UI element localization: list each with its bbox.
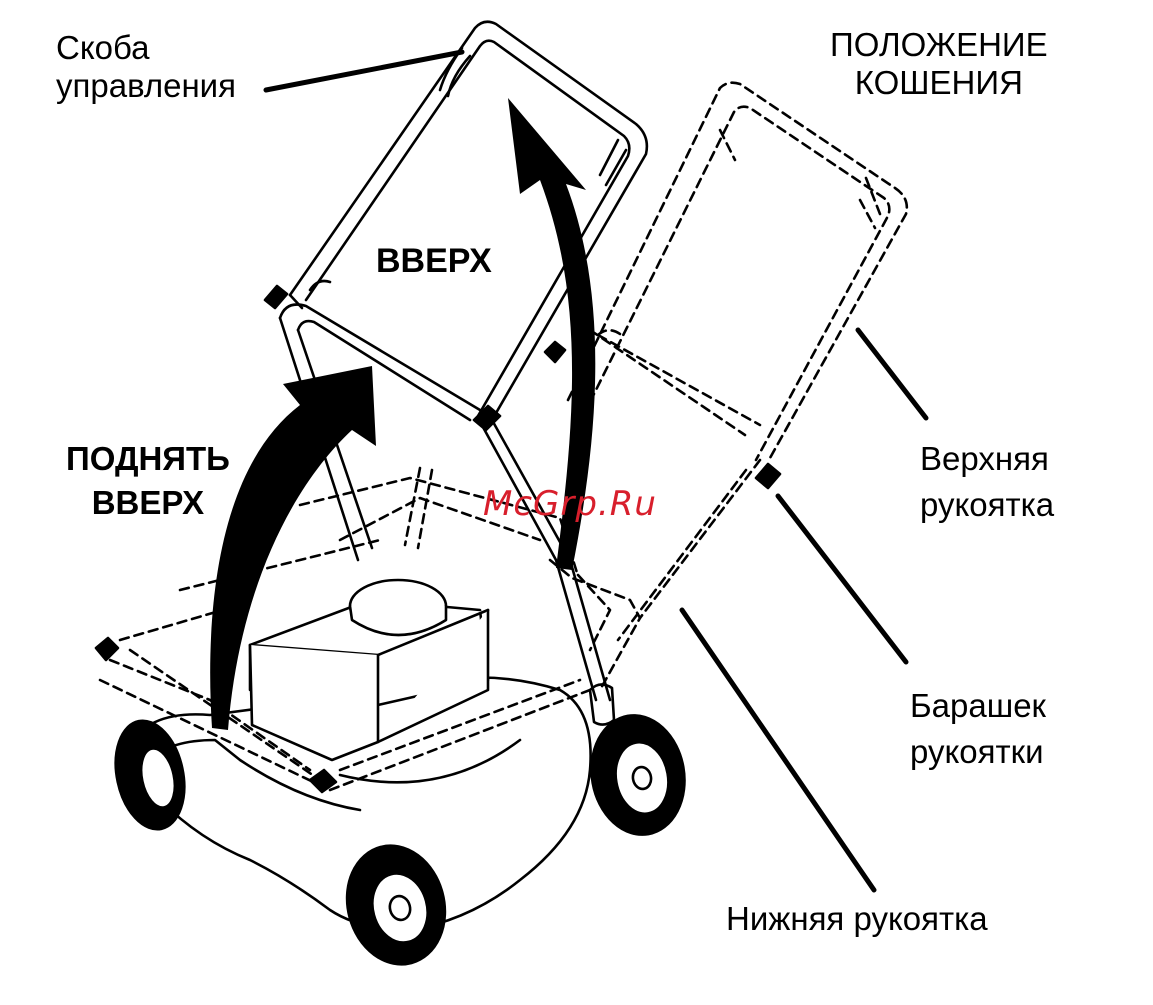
lift-up-label: ПОДНЯТЬ ВВЕРХ: [66, 437, 230, 525]
up-label: ВВЕРХ: [376, 242, 492, 280]
upper-handle-label-line-2: рукоятка: [920, 482, 1054, 528]
handle-knob-label-line-1: Барашек: [910, 683, 1046, 729]
lift-up-label-line-2: ВВЕРХ: [66, 481, 230, 525]
mowing-position-label-line-2: КОШЕНИЯ: [830, 64, 1048, 102]
engine: [250, 580, 488, 760]
control-bar-label-line-2: управления: [56, 67, 236, 105]
control-bar-label-line-1: Скоба: [56, 29, 236, 67]
handle-knobs: [96, 286, 780, 792]
upper-handle-label: Верхняя рукоятка: [920, 436, 1054, 528]
lift-up-label-line-1: ПОДНЯТЬ: [66, 437, 230, 481]
lower-handle-label: Нижняя рукоятка: [726, 900, 988, 938]
handle-knob-label: Барашек рукоятки: [910, 683, 1046, 775]
mowing-position-label: ПОЛОЖЕНИЕ КОШЕНИЯ: [830, 26, 1048, 102]
handle-knob-label-line-2: рукоятки: [910, 729, 1046, 775]
control-bar-label: Скоба управления: [56, 29, 236, 105]
watermark: McGrp.Ru: [483, 484, 657, 524]
mowing-position-label-line-1: ПОЛОЖЕНИЕ: [830, 26, 1048, 64]
upper-handle-label-line-1: Верхняя: [920, 436, 1054, 482]
